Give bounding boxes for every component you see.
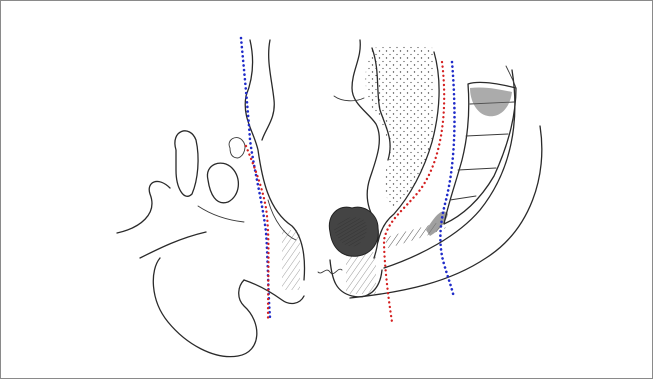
blue-dotted-line-posterior (440, 62, 454, 298)
prostate-region (318, 269, 342, 274)
tumor-mass (329, 207, 378, 256)
perineum-outline (117, 181, 304, 356)
genital-structures (198, 138, 245, 222)
red-dotted-line-anterior (246, 146, 269, 318)
mesorectal-fat (366, 47, 440, 243)
levator-ani (384, 211, 448, 248)
pubic-bone (175, 131, 198, 196)
blue-dotted-line-anterior (241, 38, 270, 318)
